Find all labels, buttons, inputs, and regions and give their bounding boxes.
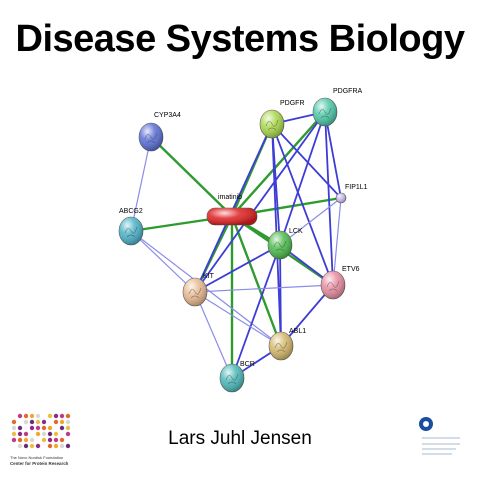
edge-lck-kit (194, 244, 281, 293)
node-etv6[interactable]: ETV6 (320, 266, 360, 300)
edge-abcg2-kit (130, 230, 196, 293)
edge-etv6-abl1 (280, 284, 334, 347)
logo-left-line1: The Novo Nordisk Foundation (10, 455, 63, 460)
edge-imatinib-abl1 (230, 215, 283, 347)
node-label-kit: KIT (203, 273, 215, 280)
node-label-lck: LCK (289, 228, 303, 235)
node-imatinib[interactable]: imatinib (206, 194, 258, 226)
node-label-pdgfr: PDGFR (280, 100, 305, 107)
node-label-cyp3a4: CYP3A4 (154, 112, 181, 119)
cpr-logo: The Novo Nordisk Foundation Center for P… (10, 413, 71, 466)
node-pdgfr[interactable]: PDGFR (259, 100, 305, 139)
edge-fip1l1-etv6 (332, 197, 342, 286)
node-pdgfra[interactable]: PDGFRA (312, 88, 363, 127)
author-name: Lars Juhl Jensen (168, 428, 312, 449)
edge-etv6-kit (194, 284, 334, 293)
node-cyp3a4[interactable]: CYP3A4 (138, 112, 181, 152)
edge-pdgfra-etv6 (324, 111, 334, 286)
edge-kit-abl1 (194, 291, 282, 347)
edge-kit-bcr (194, 291, 233, 379)
edge-pdgfra-lck (279, 111, 326, 246)
node-label-bcr: BCR (240, 361, 255, 368)
node-lck[interactable]: LCK (267, 228, 303, 260)
edge-pdgfr-etv6 (271, 123, 334, 286)
page-title: Disease Systems Biology (15, 18, 465, 60)
edge-imatinib-pdgfra (231, 111, 326, 217)
node-label-imatinib: imatinib (218, 194, 242, 201)
node-abl1[interactable]: ABL1 (268, 328, 306, 361)
edge-imatinib-cyp3a4 (150, 136, 233, 217)
node-fip1l1[interactable]: FIP1L1 (335, 184, 368, 204)
node-label-abl1: ABL1 (289, 328, 306, 335)
node-abcg2[interactable]: ABCG2 (118, 208, 144, 246)
logo-left-line2: Center for Protein Research (10, 461, 69, 466)
edge-pdgfra-fip1l1 (324, 111, 342, 199)
edge-layer (130, 111, 342, 379)
edge-lck-bcr (231, 244, 281, 379)
node-label-abcg2: ABCG2 (119, 208, 143, 215)
edge-cyp3a4-abcg2 (130, 136, 152, 232)
institute-logo (419, 417, 460, 455)
edge-pdgfr-fip1l1 (271, 123, 342, 199)
node-bcr[interactable]: BCR (219, 361, 255, 393)
node-label-etv6: ETV6 (342, 266, 360, 273)
node-label-fip1l1: FIP1L1 (345, 184, 368, 191)
edge-lck-abl1 (279, 244, 282, 347)
node-kit[interactable]: KIT (182, 273, 215, 307)
node-label-pdgfra: PDGFRA (333, 88, 363, 95)
edge-pdgfra-kit (194, 111, 326, 293)
